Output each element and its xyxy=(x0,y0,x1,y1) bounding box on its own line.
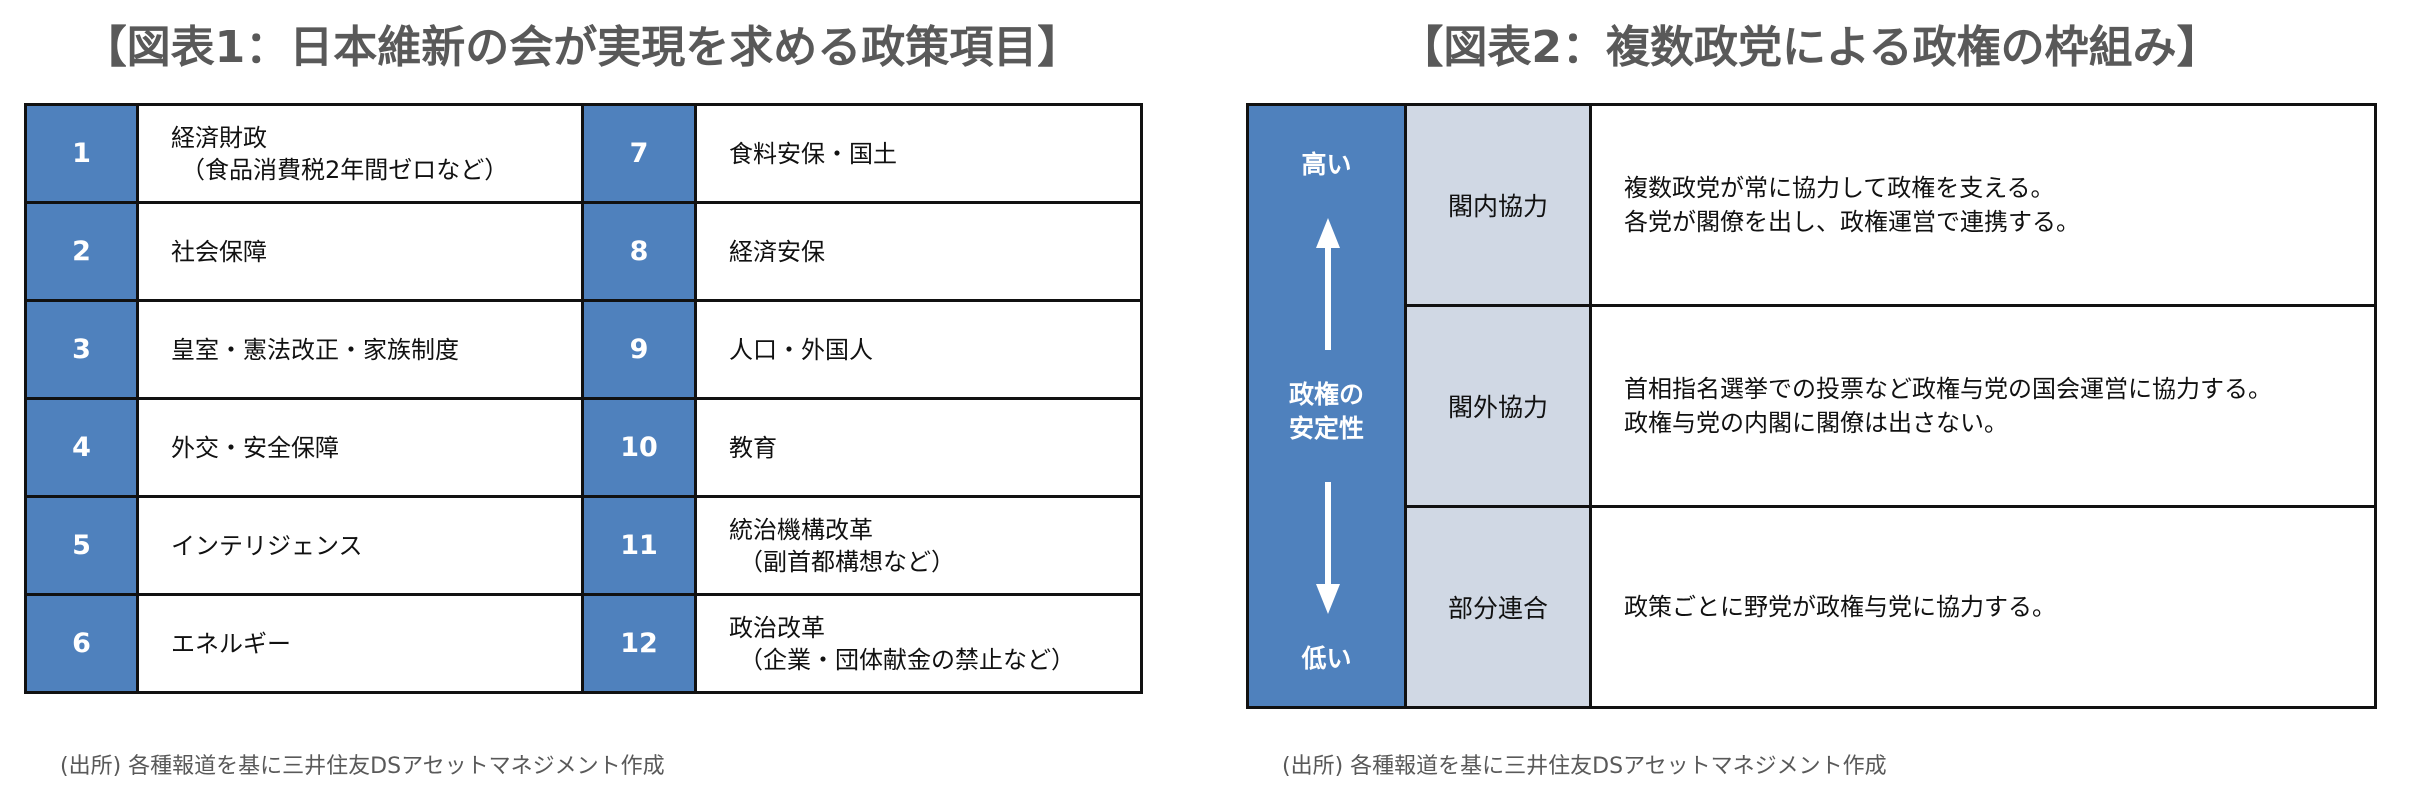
item-number: 12 xyxy=(581,593,697,694)
table-row: 1 経済財政 （食品消費税2年間ゼロなど） 7 食料安保・国土 xyxy=(24,103,1143,204)
table-row: 3 皇室・憲法改正・家族制度 9 人口・外国人 xyxy=(24,299,1143,400)
item-label-cell: 皇室・憲法改正・家族制度 xyxy=(136,299,584,400)
item-label: 政治改革 xyxy=(729,613,825,642)
coalition-framework-table: 高い 政権の 安定性 低い 閣内協力 複数政党が常に協力して政権を支える。各党が… xyxy=(1246,103,2377,709)
axis-low-label: 低い xyxy=(1301,644,1352,673)
item-label: 教育 xyxy=(729,433,777,462)
item-note: （食品消費税2年間ゼロなど） xyxy=(181,155,509,184)
item-label-cell: 外交・安全保障 xyxy=(136,397,584,498)
item-label: 社会保障 xyxy=(171,237,267,266)
table-row: 4 外交・安全保障 10 教育 xyxy=(24,397,1143,498)
framework-type: 閣外協力 xyxy=(1404,304,1592,508)
item-number: 5 xyxy=(24,495,139,596)
description-line: 首相指名選挙での投票など政権与党の国会運営に協力する。 xyxy=(1624,375,2272,403)
item-label-cell: 社会保障 xyxy=(136,201,584,302)
stability-axis: 高い 政権の 安定性 低い xyxy=(1246,103,1407,709)
framework-description: 政策ごとに野党が政権与党に協力する。 xyxy=(1589,505,2377,709)
item-label-cell: 人口・外国人 xyxy=(694,299,1143,400)
item-label: 経済財政 xyxy=(171,123,267,152)
figure2-title: 【図表2：複数政党による政権の枠組み】 xyxy=(1399,22,2221,73)
table-row: 部分連合 政策ごとに野党が政権与党に協力する。 xyxy=(1248,505,2377,709)
item-label-cell: インテリジェンス xyxy=(136,495,584,596)
arrow-up-icon xyxy=(1316,218,1340,350)
item-label: インテリジェンス xyxy=(171,531,363,560)
item-number: 4 xyxy=(24,397,139,498)
item-label: エネルギー xyxy=(171,629,291,658)
axis-title-line2: 安定性 xyxy=(1288,414,1364,443)
item-label-cell: 統治機構改革 （副首都構想など） xyxy=(694,495,1143,596)
item-number: 9 xyxy=(581,299,697,400)
item-label: 人口・外国人 xyxy=(729,335,873,364)
item-number: 6 xyxy=(24,593,139,694)
item-label: 皇室・憲法改正・家族制度 xyxy=(171,335,459,364)
item-label-cell: エネルギー xyxy=(136,593,584,694)
axis-high-label: 高い xyxy=(1301,150,1352,179)
arrow-down-icon xyxy=(1316,482,1340,614)
item-label: 経済安保 xyxy=(729,237,825,266)
axis-title-line1: 政権の xyxy=(1288,380,1364,409)
framework-description: 首相指名選挙での投票など政権与党の国会運営に協力する。政権与党の内閣に閣僚は出さ… xyxy=(1589,304,2377,508)
item-number: 8 xyxy=(581,201,697,302)
item-note: （企業・団体献金の禁止など） xyxy=(739,645,1075,674)
framework-type: 閣内協力 xyxy=(1404,103,1592,307)
description-line: 各党が閣僚を出し、政権運営で連携する。 xyxy=(1624,208,2080,236)
figure1-title: 【図表1：日本維新の会が実現を求める政策項目】 xyxy=(82,22,1082,73)
table-row: 6 エネルギー 12 政治改革 （企業・団体献金の禁止など） xyxy=(24,593,1143,694)
item-number: 11 xyxy=(581,495,697,596)
item-label-cell: 食料安保・国土 xyxy=(694,103,1143,204)
description-line: 政策ごとに野党が政権与党に協力する。 xyxy=(1624,593,2056,621)
description-line: 複数政党が常に協力して政権を支える。 xyxy=(1624,174,2055,202)
item-number: 3 xyxy=(24,299,139,400)
item-label-cell: 政治改革 （企業・団体献金の禁止など） xyxy=(694,593,1143,694)
figure2-source: (出所) 各種報道を基に三井住友DSアセットマネジメント作成 xyxy=(1282,754,1887,779)
item-label: 食料安保・国土 xyxy=(729,139,897,168)
framework-type: 部分連合 xyxy=(1404,505,1592,709)
table-row: 5 インテリジェンス 11 統治機構改革 （副首都構想など） xyxy=(24,495,1143,596)
item-number: 1 xyxy=(24,103,139,204)
item-label-cell: 経済財政 （食品消費税2年間ゼロなど） xyxy=(136,103,584,204)
item-number: 2 xyxy=(24,201,139,302)
item-label: 統治機構改革 xyxy=(729,515,873,544)
table-row: 閣外協力 首相指名選挙での投票など政権与党の国会運営に協力する。政権与党の内閣に… xyxy=(1248,304,2377,508)
item-label-cell: 経済安保 xyxy=(694,201,1143,302)
item-number: 10 xyxy=(581,397,697,498)
table-row: 2 社会保障 8 経済安保 xyxy=(24,201,1143,302)
policy-items-table: 1 経済財政 （食品消費税2年間ゼロなど） 7 食料安保・国土 2 社会保障 8 経済安保 3 皇室… xyxy=(24,103,1143,694)
figure1-source: (出所) 各種報道を基に三井住友DSアセットマネジメント作成 xyxy=(60,754,665,779)
item-label-cell: 教育 xyxy=(694,397,1143,498)
table-row: 高い 政権の 安定性 低い 閣内協力 複数政党が常に協力して政権を支える。各党が… xyxy=(1246,103,2377,709)
item-label: 外交・安全保障 xyxy=(171,433,339,462)
item-note: （副首都構想など） xyxy=(739,547,955,576)
item-number: 7 xyxy=(581,103,697,204)
framework-description: 複数政党が常に協力して政権を支える。各党が閣僚を出し、政権運営で連携する。 xyxy=(1589,103,2377,307)
description-line: 政権与党の内閣に閣僚は出さない。 xyxy=(1624,409,2008,437)
